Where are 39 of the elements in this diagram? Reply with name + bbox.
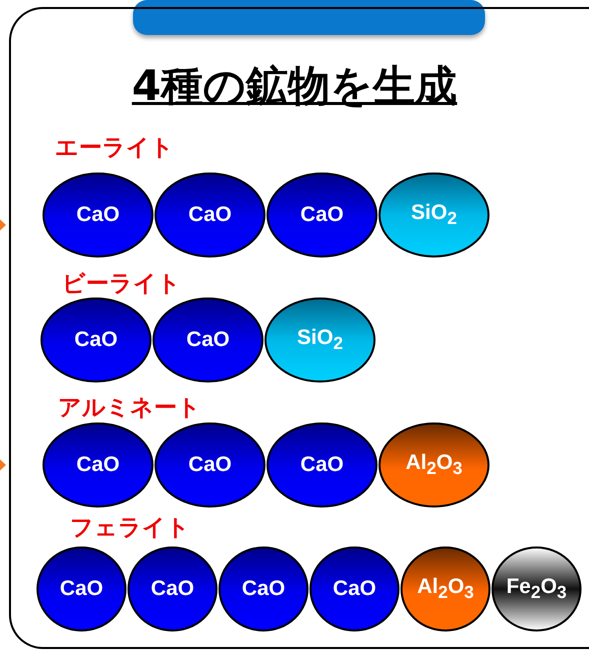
oxide-formula: Al$_{2}$O$_{3}$ [404,450,464,480]
mineral-name: アルミネート [58,394,201,423]
oxide-ellipse [154,422,266,508]
oxide-ellipse [266,422,378,508]
oxide-formula: Al$_{2}$O$_{3}$ [416,574,475,604]
mineral-name: フェライト [70,514,190,543]
oxide-ellipse [400,546,491,632]
oxide-formula: SiO$_{2}$ [296,326,344,354]
oxide-formula: CaO [58,577,104,601]
oxide-ellipse [42,172,154,258]
oxide-formula: CaO [299,453,345,477]
oxide-formula: Fe$_{2}$O$_{3}$ [505,574,568,604]
oxide-formula: CaO [73,328,119,352]
oxide-formula: CaO [150,577,196,601]
oxide-ellipse [218,546,309,632]
heading: 4種の鉱物を生成 [132,61,458,110]
oxide-ellipse [266,172,378,258]
oxide-ellipse [42,422,154,508]
oxide-ellipse [152,297,264,383]
oxide-formula: CaO [185,328,231,352]
oxide-formula: CaO [299,203,345,227]
oxide-ellipse [491,546,582,632]
oxide-formula: CaO [75,453,121,477]
oxide-ellipse [378,172,490,258]
oxide-formula: CaO [75,203,121,227]
oxide-formula: SiO$_{2}$ [410,200,458,230]
oxide-ellipse [40,297,152,383]
oxide-formula: CaO [240,577,286,601]
oxide-ellipse [36,546,127,632]
oxide-ellipse [127,546,218,632]
oxide-ellipse [154,172,266,258]
oxide-ellipse [309,546,400,632]
oxide-ellipse [264,297,376,383]
oxide-ellipse [378,422,490,508]
oxide-formula: CaO [187,203,233,227]
oxide-formula: CaO [332,577,378,601]
mineral-name: エーライト [55,134,174,163]
mineral-name: ビーライト [62,270,181,299]
oxide-formula: CaO [187,453,233,477]
